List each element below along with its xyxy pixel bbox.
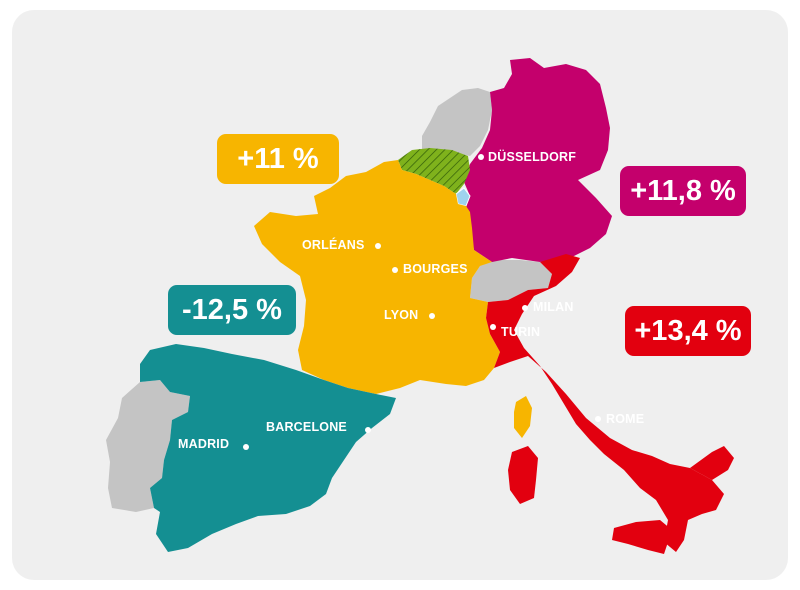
city-bourges: BOURGES bbox=[392, 262, 468, 276]
france-change-badge: +11 % bbox=[217, 134, 339, 184]
spain-shape bbox=[140, 344, 396, 552]
city-rome: ROME bbox=[595, 412, 644, 426]
netherlands-shape bbox=[422, 88, 492, 156]
italy-change-badge: +13,4 % bbox=[625, 306, 751, 356]
city-dusseldorf: DÜSSELDORF bbox=[478, 149, 576, 164]
city-label-madrid: MADRID bbox=[178, 437, 229, 451]
city-label-rome: ROME bbox=[606, 412, 644, 426]
city-label-barcelone: BARCELONE bbox=[266, 420, 347, 434]
sardinia-shape bbox=[508, 446, 538, 504]
city-label-bourges: BOURGES bbox=[403, 262, 468, 276]
city-turin: TURIN bbox=[490, 324, 540, 339]
city-label-turin: TURIN bbox=[501, 325, 540, 339]
city-madrid: MADRID bbox=[178, 437, 249, 451]
city-label-lyon: LYON bbox=[384, 308, 418, 322]
italy-shape bbox=[486, 254, 724, 552]
portugal-shape bbox=[106, 380, 190, 512]
spain-change-badge: -12,5 % bbox=[168, 285, 296, 335]
belgium-shape bbox=[398, 148, 470, 194]
city-milan: MILAN bbox=[522, 300, 574, 314]
sicily-shape bbox=[612, 520, 672, 554]
italy-heel-shape bbox=[690, 446, 734, 480]
city-barcelone: BARCELONE bbox=[266, 420, 371, 434]
germany-change-badge: +11,8 % bbox=[620, 166, 746, 216]
switzerland-shape bbox=[470, 260, 552, 302]
city-label-dusseldorf: DÜSSELDORF bbox=[488, 149, 576, 164]
city-label-milan: MILAN bbox=[533, 300, 574, 314]
france-shape bbox=[254, 160, 500, 394]
germany-shape bbox=[464, 58, 612, 262]
city-lyon: LYON bbox=[384, 308, 435, 322]
corsica-shape bbox=[514, 396, 532, 438]
city-orleans: ORLÉANS bbox=[302, 237, 381, 252]
city-label-orleans: ORLÉANS bbox=[302, 237, 365, 252]
